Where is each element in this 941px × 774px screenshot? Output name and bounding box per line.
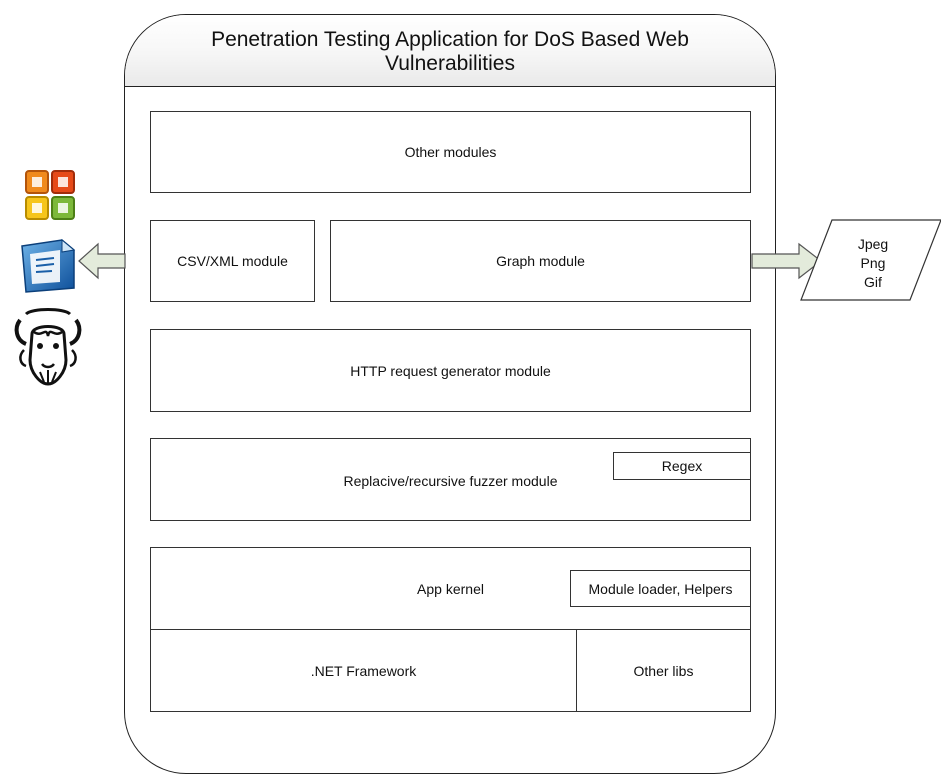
app-kernel-box: App kernel [150, 547, 751, 630]
microsoft-office-icon [25, 170, 75, 220]
graph-module-label: Graph module [496, 253, 585, 269]
dotnet-framework-label: .NET Framework [310, 662, 417, 679]
other-libs-box: Other libs [576, 629, 751, 712]
other-libs-label: Other libs [633, 662, 694, 679]
other-modules-label: Other modules [404, 144, 497, 160]
module-loader-box: Module loader, Helpers [570, 570, 751, 607]
csv-xml-module-box: CSV/XML module [150, 220, 315, 302]
diagram-header: Penetration Testing Application for DoS … [125, 15, 775, 87]
format-png: Png [860, 255, 886, 271]
openoffice-icon [21, 238, 76, 293]
output-formats-shape [800, 219, 941, 301]
output-arrow-right [751, 242, 822, 280]
diagram-title: Penetration Testing Application for DoS … [211, 28, 689, 75]
dotnet-framework-box: .NET Framework [150, 629, 577, 712]
module-loader-label: Module loader, Helpers [588, 580, 733, 597]
regex-label: Regex [661, 458, 703, 474]
regex-box: Regex [613, 452, 751, 480]
csv-xml-module-label: CSV/XML module [177, 253, 288, 269]
other-modules-box: Other modules [150, 111, 751, 193]
export-arrow-left [78, 242, 126, 280]
graph-module-box: Graph module [330, 220, 751, 302]
format-gif: Gif [864, 274, 882, 290]
format-jpeg: Jpeg [857, 236, 889, 252]
app-kernel-label: App kernel [417, 580, 484, 597]
http-request-generator-box: HTTP request generator module [150, 329, 751, 412]
gnu-icon [14, 308, 82, 386]
http-request-generator-label: HTTP request generator module [350, 362, 551, 379]
fuzzer-module-label: Replacive/recursive fuzzer module [343, 472, 558, 489]
output-formats-list: Jpeg Png Gif [828, 235, 918, 292]
